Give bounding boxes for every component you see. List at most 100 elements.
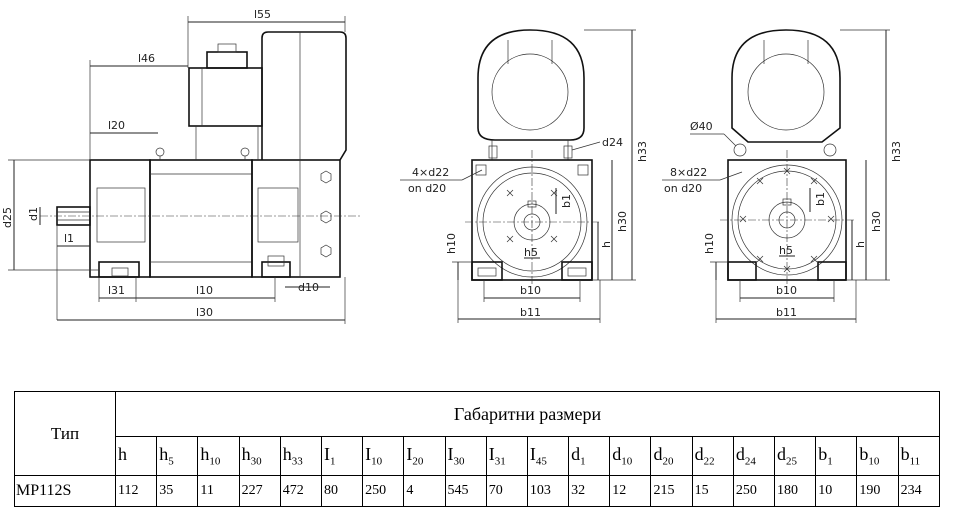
- dim-l46: l46: [138, 52, 155, 65]
- column-header-symbol: h: [241, 444, 251, 465]
- table-cell: 80: [320, 475, 364, 507]
- motor-dimension-drawing: l55 l46 l20 d25 d1 l1 l31 l10 d10 l30: [1, 8, 903, 324]
- table-cell: 70: [485, 475, 528, 507]
- column-header-symbol: I: [447, 444, 454, 465]
- column-header-subscript: 33: [291, 455, 303, 468]
- column-header-symbol: b: [818, 444, 828, 465]
- column-header: d22: [691, 436, 734, 476]
- column-header-subscript: 1: [580, 455, 586, 468]
- rear-foot: [261, 261, 291, 278]
- front-dim-h: h: [600, 241, 613, 248]
- rear-lifting-eye-left: [733, 143, 747, 157]
- table-cell: 11: [197, 475, 240, 507]
- rear-end-shield: [251, 159, 341, 278]
- front-fan-housing: [477, 29, 585, 141]
- rear-view: h33 h30 h h10 b1 h5 b10 b11 Ø40 8×d22 on…: [662, 29, 903, 323]
- dim-d25: d25: [1, 207, 14, 228]
- front-dim-h33: h33: [636, 141, 649, 162]
- front-foot: [98, 261, 140, 278]
- column-header: d25: [773, 436, 817, 476]
- front-end-shield: [89, 159, 151, 278]
- table-cell: 12: [609, 475, 652, 507]
- table-cell: 4: [403, 475, 446, 507]
- column-header-subscript: 10: [371, 455, 383, 468]
- column-header-subscript: 24: [744, 455, 756, 468]
- front-dim-b11: b11: [520, 306, 541, 319]
- rear-fan-housing: [731, 29, 841, 143]
- column-header: h5: [156, 436, 199, 476]
- front-hole-count: 4×d22: [412, 166, 449, 179]
- table-cell: 215: [650, 475, 693, 507]
- table-cell: 250: [732, 475, 776, 507]
- column-header-symbol: b: [900, 444, 910, 465]
- front-view: h33 h30 h h10 b1 h5 b10 b11 d24 4×d22 on…: [400, 29, 649, 323]
- table-cell: 32: [568, 475, 611, 507]
- column-header-subscript: 45: [535, 455, 547, 468]
- column-header-subscript: 30: [453, 455, 465, 468]
- column-header-symbol: h: [159, 444, 169, 465]
- table-cell: 472: [279, 475, 322, 507]
- front-dim-h10: h10: [445, 233, 458, 254]
- column-header: h33: [279, 436, 322, 476]
- column-header: d1: [568, 436, 611, 476]
- dim-l30: l30: [196, 306, 213, 319]
- column-header-symbol: d: [777, 444, 786, 465]
- dim-l55: l55: [254, 8, 271, 21]
- column-header-subscript: 22: [703, 455, 715, 468]
- column-header-symbol: I: [406, 444, 413, 465]
- column-header-subscript: 11: [909, 455, 921, 468]
- column-header: h30: [238, 436, 281, 476]
- column-header: I45: [526, 436, 570, 476]
- dim-d1: d1: [27, 207, 40, 221]
- column-header: I20: [403, 436, 446, 476]
- rear-hole-circle: on d20: [664, 182, 702, 195]
- column-header: d20: [650, 436, 693, 476]
- rear-dim-h10: h10: [703, 233, 716, 254]
- column-header-subscript: 20: [412, 455, 424, 468]
- column-header-symbol: I: [365, 444, 372, 465]
- terminal-box: [188, 67, 263, 127]
- column-header: h: [114, 436, 158, 476]
- table-cell: 545: [444, 475, 487, 507]
- column-header: I10: [362, 436, 405, 476]
- rear-dim-b11: b11: [776, 306, 797, 319]
- dim-l20: l20: [108, 119, 125, 132]
- column-header: d10: [609, 436, 652, 476]
- column-header-subscript: 31: [494, 455, 506, 468]
- column-header: I31: [485, 436, 528, 476]
- rear-dim-h30: h30: [870, 211, 883, 232]
- column-header: b1: [815, 436, 858, 476]
- rear-hole-count: 8×d22: [670, 166, 707, 179]
- table-cell: 15: [691, 475, 734, 507]
- table-cell: 35: [156, 475, 199, 507]
- front-hole-circle: on d20: [408, 182, 446, 195]
- column-header-symbol: b: [859, 444, 869, 465]
- table-cell: 10: [815, 475, 858, 507]
- column-header-subscript: 10: [209, 455, 221, 468]
- column-header-subscript: 1: [329, 455, 336, 468]
- rear-dim-d40: Ø40: [690, 120, 713, 133]
- side-view: l55 l46 l20 d25 d1 l1 l31 l10 d10 l30: [1, 8, 360, 324]
- dimensions-group-header: Габаритни размери: [115, 391, 940, 437]
- column-header-symbol: I: [529, 444, 536, 465]
- column-header: d24: [732, 436, 776, 476]
- column-header: h10: [197, 436, 240, 476]
- table-cell: 227: [238, 475, 281, 507]
- column-header-subscript: 5: [168, 455, 174, 468]
- column-header-subscript: 1: [827, 455, 833, 468]
- table-cell: 103: [526, 475, 570, 507]
- column-header-symbol: h: [118, 444, 127, 465]
- rear-dim-h5: h5: [779, 244, 793, 257]
- column-header-subscript: 30: [250, 455, 262, 468]
- front-dim-d24: d24: [602, 136, 623, 149]
- rear-dim-h: h: [854, 241, 867, 248]
- front-dim-b1: b1: [560, 194, 573, 208]
- column-header-symbol: I: [323, 444, 330, 465]
- column-header-symbol: d: [735, 444, 745, 465]
- column-header-symbol: h: [200, 444, 210, 465]
- table-cell: 180: [773, 475, 817, 507]
- column-header-subscript: 10: [868, 455, 880, 468]
